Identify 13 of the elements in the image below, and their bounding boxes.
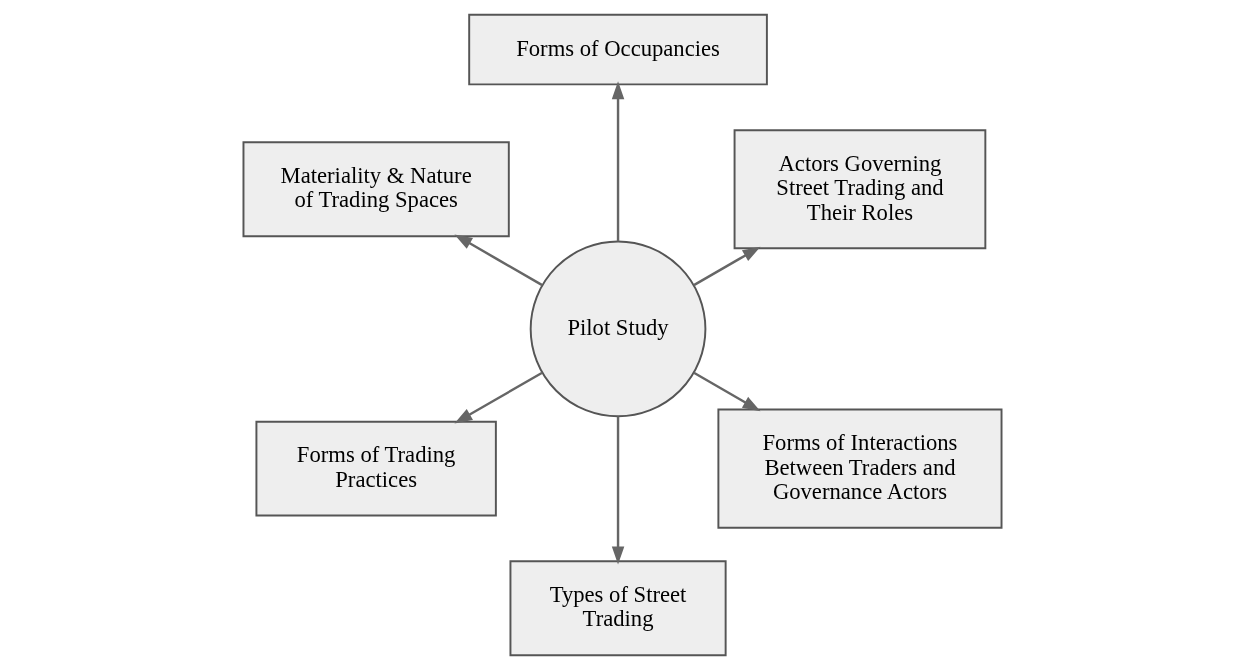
arrow: [692, 246, 760, 287]
node-box: Forms of Interactions Between Traders and Governance Actors: [716, 408, 1002, 529]
arrow: [453, 234, 543, 287]
arrow: [611, 81, 624, 242]
node-box: Forms of Trading Practices: [254, 420, 497, 517]
node-circle: Pilot Study: [529, 240, 706, 418]
node-box: Forms of Occupancies: [467, 13, 768, 86]
arrow: [611, 416, 624, 565]
node-box: Types of Street Trading: [508, 560, 727, 657]
arrow: [453, 371, 543, 424]
node-box: Materiality & Nature of Trading Spaces: [242, 141, 510, 238]
node-box: Actors Governing Street Trading and Their Roles: [733, 129, 986, 250]
arrow: [692, 371, 760, 412]
